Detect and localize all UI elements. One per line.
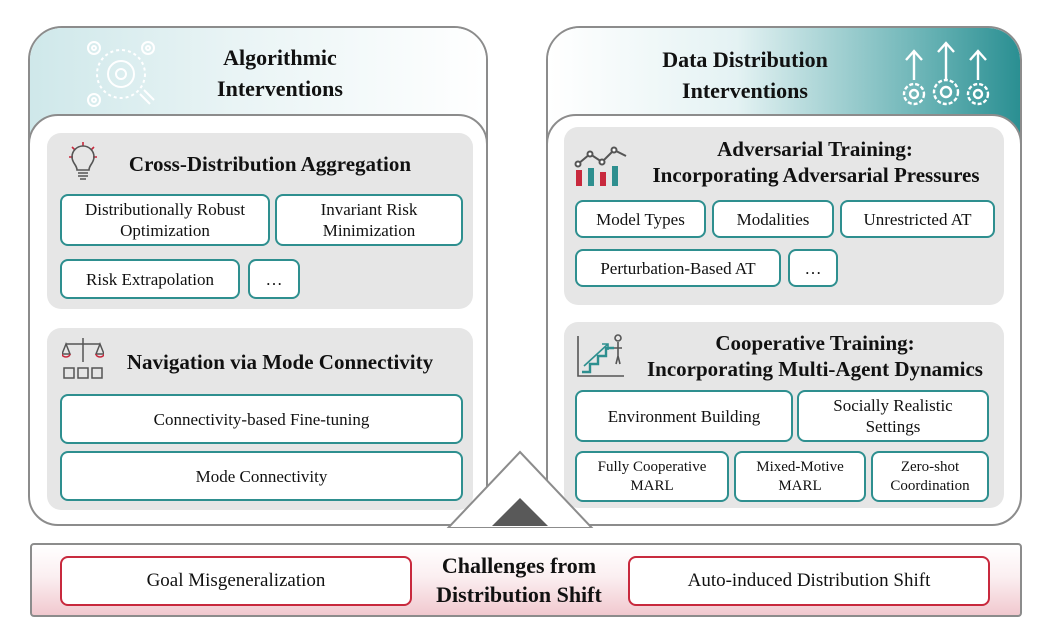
chip-connectivity-based-fine-tuning: Connectivity-based Fine-tuning bbox=[60, 394, 463, 444]
chip-ellipsis-right: … bbox=[788, 249, 838, 287]
cross-distribution-title: Cross-Distribution Aggregation bbox=[128, 152, 412, 176]
chip-risk-extrapolation: Risk Extrapolation bbox=[60, 259, 240, 299]
chip-fully-cooperative-marl: Fully Cooperative MARL bbox=[575, 451, 729, 502]
chip-ellipsis: … bbox=[248, 259, 300, 299]
chip-model-types: Model Types bbox=[575, 200, 706, 238]
cooperative-training-title-line1: Cooperative Training: bbox=[715, 331, 915, 355]
bar-line-chart-icon bbox=[574, 146, 630, 188]
chip-mode-connectivity: Mode Connectivity bbox=[60, 451, 463, 501]
right-panel-title: Data Distribution Interventions bbox=[662, 47, 828, 103]
chip-goal-misgeneralization: Goal Misgeneralization bbox=[60, 556, 412, 606]
chip-modalities: Modalities bbox=[712, 200, 834, 238]
chip-environment-building: Environment Building bbox=[575, 390, 793, 442]
chip-perturbation-based-at: Perturbation-Based AT bbox=[575, 249, 781, 287]
growth-stairs-icon bbox=[576, 330, 626, 378]
left-panel-title: Algorithmic Interventions bbox=[217, 45, 343, 101]
cooperative-training-title-line2: Incorporating Multi-Agent Dynamics bbox=[647, 357, 983, 381]
chip-auto-induced-distribution-shift: Auto-induced Distribution Shift bbox=[628, 556, 990, 606]
adversarial-training-title-line1: Adversarial Training: bbox=[717, 137, 913, 161]
chip-mixed-motive-marl: Mixed-Motive MARL bbox=[734, 451, 866, 502]
chip-unrestricted-at: Unrestricted AT bbox=[840, 200, 995, 238]
challenges-title: Challenges from Distribution Shift bbox=[436, 553, 602, 607]
mode-connectivity-title: Navigation via Mode Connectivity bbox=[126, 350, 434, 374]
adversarial-training-title-line2: Incorporating Adversarial Pressures bbox=[652, 163, 980, 187]
gears-arrows-up-icon bbox=[896, 38, 1000, 108]
gears-target-icon bbox=[82, 38, 160, 110]
chip-distributionally-robust-optimization: Distributionally Robust Optimization bbox=[60, 194, 270, 246]
chip-socially-realistic-settings: Socially Realistic Settings bbox=[797, 390, 989, 442]
chip-invariant-risk-minimization: Invariant Risk Minimization bbox=[275, 194, 463, 246]
lightbulb-icon bbox=[68, 140, 98, 182]
chip-zero-shot-coordination: Zero-shot Coordination bbox=[871, 451, 989, 502]
balance-scale-icon bbox=[62, 336, 104, 382]
up-arrow-triangle-icon bbox=[440, 448, 600, 546]
